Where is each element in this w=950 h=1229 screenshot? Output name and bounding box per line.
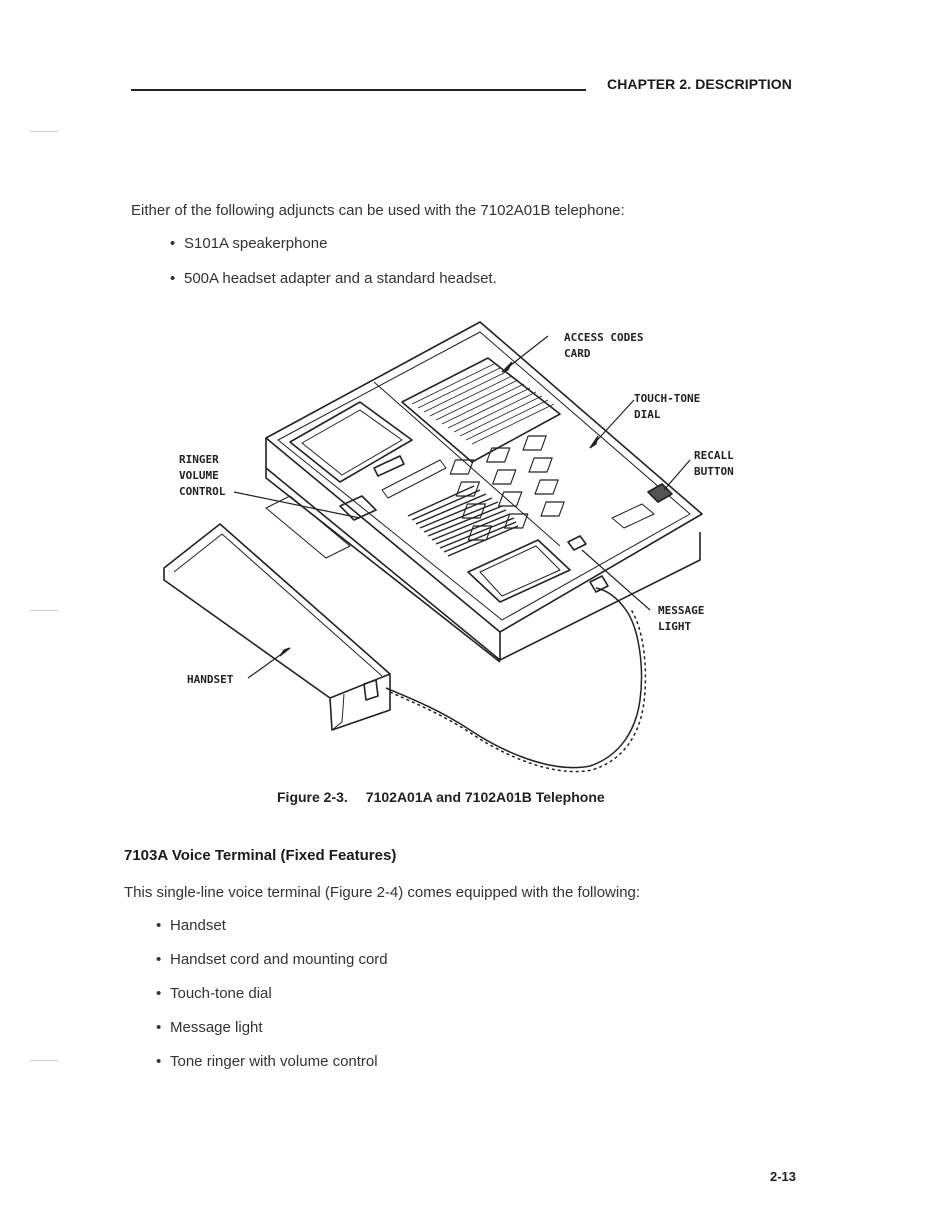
feature-item: •Touch-tone dial [156, 985, 272, 1002]
margin-mark [30, 131, 58, 132]
intro-paragraph: Either of the following adjuncts can be … [131, 202, 625, 219]
section-heading: 7103A Voice Terminal (Fixed Features) [124, 847, 397, 864]
margin-mark [30, 1060, 58, 1061]
header-rule [131, 89, 586, 91]
label-recall-button: RECALL BUTTON [694, 449, 734, 478]
label-access-codes-card: ACCESS CODES CARD [564, 331, 644, 360]
label-ringer-volume-control: RINGER VOLUME CONTROL [179, 453, 226, 498]
feature-item: •Message light [156, 1019, 263, 1036]
page-number: 2-13 [770, 1169, 797, 1184]
figure-caption: Figure 2-3.7102A01A and 7102A01B Telepho… [277, 789, 605, 805]
telephone-illustration [163, 321, 703, 773]
adjunct-item: •S101A speakerphone [170, 235, 328, 252]
label-handset: HANDSET [187, 673, 234, 686]
adjunct-item: •500A headset adapter and a standard hea… [170, 270, 497, 287]
label-touch-tone-dial: TOUCH-TONE DIAL [634, 392, 701, 421]
feature-item: •Tone ringer with volume control [156, 1053, 378, 1070]
section-intro: This single-line voice terminal (Figure … [124, 884, 641, 901]
chapter-header: CHAPTER 2. DESCRIPTION [607, 76, 792, 92]
label-message-light: MESSAGE LIGHT [658, 604, 705, 633]
feature-item: •Handset [156, 917, 226, 934]
feature-item: •Handset cord and mounting cord [156, 951, 388, 968]
margin-mark [30, 610, 58, 611]
